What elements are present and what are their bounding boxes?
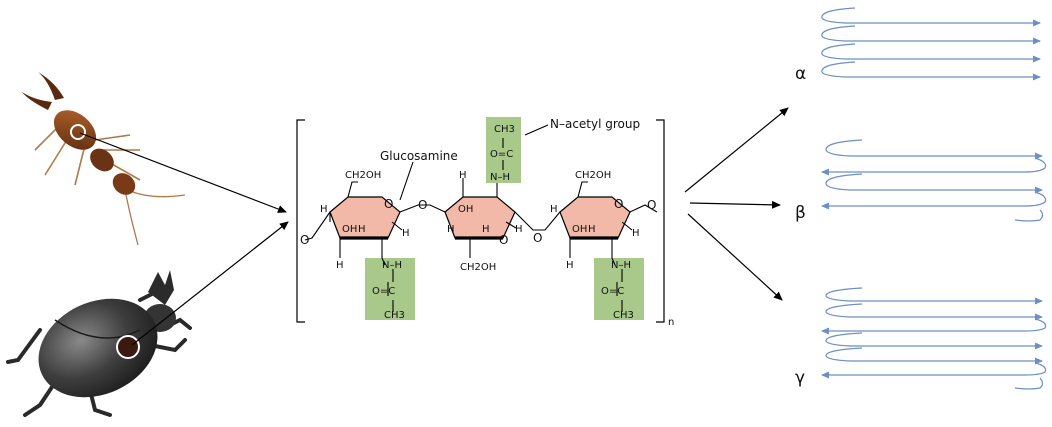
- ring1-h-inner: H: [358, 224, 366, 235]
- ring1-ch3: CH3: [384, 310, 405, 321]
- arrow-beetle-to-chitin: [131, 221, 289, 346]
- beta-label: β: [795, 203, 806, 223]
- ring2-ch3: CH3: [494, 124, 515, 135]
- arrow-to-beta: [689, 200, 781, 209]
- ring3-h-right: H: [632, 228, 640, 239]
- ring2-co: O=C: [490, 149, 513, 160]
- ring2-h-right: H: [515, 224, 523, 235]
- atom-o-bridge-2: O: [533, 231, 542, 245]
- atom-o-bridge-1: O: [418, 198, 427, 212]
- ring3-oh: OH: [572, 224, 587, 235]
- ring3-h-left: H: [550, 204, 558, 215]
- chitin-repeat-unit: n: [296, 117, 674, 328]
- ring2-nh: N–H: [490, 172, 510, 183]
- beetle-cuticle-marker: [116, 335, 140, 359]
- n-acetyl-group-label: N–acetyl group: [550, 117, 640, 131]
- n-acetyl-box-middle: [486, 117, 521, 183]
- ring3-ch3: CH3: [613, 310, 634, 321]
- beta-chitin-strands: [821, 139, 1047, 222]
- ring3-h-low: H: [566, 260, 574, 271]
- ring2-h-left: H: [447, 224, 455, 235]
- ring2-h-mid: H: [482, 224, 490, 235]
- right-bracket: [656, 119, 665, 323]
- ring2-ch2oh: CH2OH: [460, 262, 496, 273]
- arrow-to-gamma: [687, 213, 783, 301]
- atom-o-bridge-right: O: [647, 198, 656, 212]
- beetle-insect-icon: [6, 270, 192, 417]
- ring3-ch2oh: CH2OH: [575, 170, 611, 181]
- gamma-label: γ: [795, 368, 805, 388]
- ring1-h-right: H: [402, 228, 410, 239]
- ring2-oh: OH: [458, 204, 473, 215]
- ring1-co: O=C: [372, 286, 395, 297]
- ring1-oh: OH: [342, 224, 357, 235]
- gamma-chitin-strands: [821, 287, 1047, 390]
- n-acetyl-box-right: [594, 258, 644, 320]
- ring2-ring-o: O: [499, 233, 508, 247]
- ring3-co: O=C: [601, 286, 624, 297]
- alpha-label: α: [795, 64, 806, 84]
- glucosamine-label: Glucosamine: [380, 149, 458, 163]
- ring2-h-top: H: [459, 170, 467, 181]
- ring1-nh: N–H: [382, 260, 402, 271]
- ring1-ring-o: O: [384, 197, 393, 211]
- earwig-insect-icon: [22, 72, 186, 246]
- ring3-h-inner: H: [588, 224, 596, 235]
- repeat-subscript: n: [668, 317, 674, 328]
- atom-o-bridge-left: O: [300, 233, 309, 247]
- n-acetyl-box-left: [365, 258, 415, 320]
- ring3-nh: N–H: [611, 260, 631, 271]
- arrow-earwig-to-chitin: [79, 132, 287, 213]
- ring3-ring-o: O: [614, 197, 623, 211]
- sugar-ring-2: [444, 196, 516, 239]
- ring1-ch2oh: CH2OH: [345, 170, 381, 181]
- ring1-h-low: H: [336, 260, 344, 271]
- left-bracket: [296, 119, 305, 323]
- arrow-to-alpha: [684, 107, 789, 193]
- alpha-chitin-strands: [821, 7, 1041, 81]
- earwig-cuticle-marker: [70, 124, 86, 140]
- ring1-h-left: H: [320, 204, 328, 215]
